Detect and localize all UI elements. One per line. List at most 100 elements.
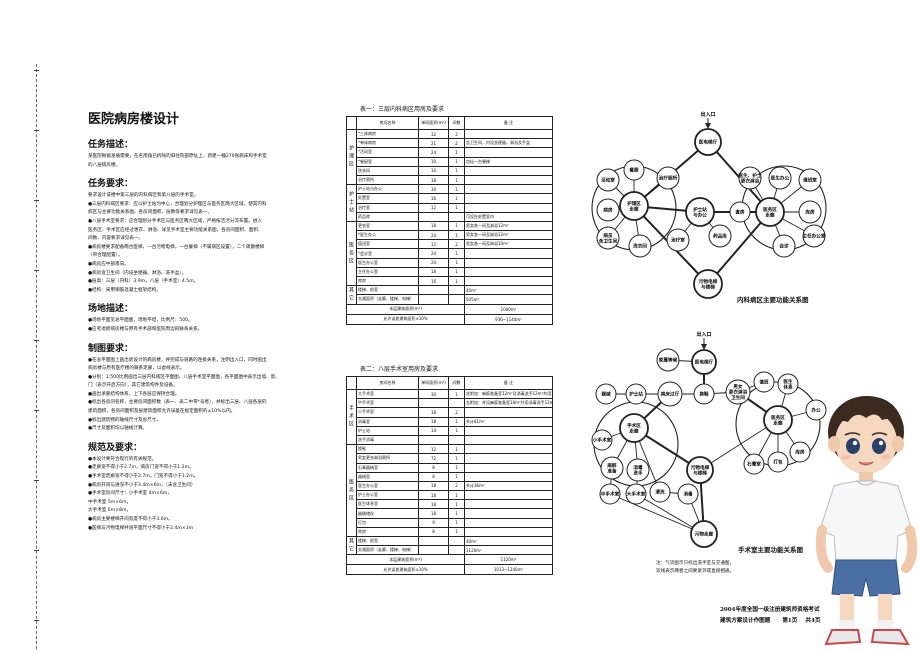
diagram-node-gather: 查房: [729, 201, 751, 223]
entrance-label: 出入口: [700, 111, 715, 118]
table-row: 中手术室含附加：并设麻醉准备室18m²共用消毒洗手12m²: [347, 398, 553, 409]
table-cell: [418, 294, 449, 305]
node-label: 走廊: [628, 205, 639, 212]
table-cell: 打包: [356, 517, 419, 528]
section-heading: 制图要求：: [88, 343, 134, 354]
node-bubble: [626, 458, 650, 482]
table-cell: 32: [418, 128, 449, 140]
table-cell: [448, 285, 465, 296]
node-label: 走廊: [772, 419, 783, 426]
table-cell: 12: [418, 444, 449, 455]
table-cell: [464, 202, 553, 213]
table-cell: [448, 294, 465, 305]
table-row: 洗手消毒: [347, 434, 553, 446]
section-text-line: ●标出各房间名称，主要房间面积数（表一、表二中带*号者），并标出三层、八层各层的: [88, 400, 267, 406]
task-sections: 任务描述：某医院根据发展需要，在名南角已拆除的旧住院部原址上，新建一幢270张病…: [88, 137, 336, 533]
table-row: 药品库可设在处置室内: [347, 211, 553, 222]
table-group-label: 医务区: [346, 220, 357, 287]
table-cell: [448, 398, 465, 409]
node-label: 走廊: [628, 427, 639, 434]
diagram-node-drug: 药品库: [708, 224, 732, 248]
node-bubble: [625, 383, 647, 405]
table-cell: 24: [418, 147, 449, 158]
table-cell: 含附加：麻醉准备室12m²及消毒洗手12m²共用12m²: [464, 388, 553, 400]
node-label: 库房: [795, 449, 805, 456]
table-cell: 1: [448, 248, 465, 259]
section-text-line: 某医院根据发展需要，在名南角已拆除的旧住院部原址上，新建一幢270张病床和手术室: [88, 154, 267, 159]
node-bubble: [725, 379, 751, 405]
table-cell: [418, 285, 449, 296]
document-title: 医院病房楼设计: [88, 112, 180, 127]
table-cell: 交通面积（走廊、楼梯、电梯）: [356, 294, 419, 305]
node-bubble: [694, 128, 722, 156]
table-cell: 护士站与办公: [356, 184, 419, 195]
diagram-node-dirty: 污物走廊: [690, 520, 718, 548]
node-label: 医电梯厅: [695, 359, 714, 366]
node-label: 库房: [805, 209, 815, 216]
section-text-line: ●手术室房间尺寸：小手术室 4m×6m，: [88, 491, 172, 497]
node-label: 护士站: [629, 391, 643, 398]
node-bubble: [777, 373, 799, 395]
node-label: 值班室: [803, 177, 817, 184]
section-heading: 场地描述：: [88, 304, 134, 315]
node-bubble: [596, 226, 620, 250]
node-label: 主任办公室: [803, 233, 826, 240]
footer-exam-title: 2004年度全国一级注册建筑师资格考试: [720, 607, 820, 613]
node-label: 麻醉: [606, 462, 617, 469]
table-cell: 2: [448, 480, 465, 492]
section-text-line: ●病房含卫生间（内设坐便器、淋浴、洗手盆）。: [88, 270, 187, 276]
table-cell: 1: [448, 184, 465, 195]
table-cell: 40m²: [464, 535, 553, 547]
table-header-cell: 间数: [448, 116, 465, 130]
node-bubble: [798, 200, 822, 224]
node-label: 含卫生间: [599, 237, 618, 244]
table-cell: 器械室: [356, 471, 419, 482]
node-label: 换床过厅: [661, 391, 680, 398]
table-cell: 12: [418, 239, 449, 250]
node-bubble: [708, 224, 732, 248]
diagram-node-doctor: 医生办公: [768, 166, 792, 190]
table-cell: [464, 248, 553, 259]
section-text-line: ●在总平面图上画出新设计的病房楼，并完成与道路的连接关系，注明出入口，同时画出: [88, 357, 267, 363]
diagram-node-store: 库房: [798, 200, 822, 224]
diagram2-note-line: 双线表示两者之间要紧邻或直接相通。: [656, 569, 735, 574]
node-label: 男女: [733, 383, 743, 390]
table-cell: [464, 174, 553, 186]
node-label: 打包: [773, 459, 783, 466]
node-label: 医务区: [771, 414, 785, 421]
margin-tick: [34, 480, 39, 481]
section-text-line: ●三层内科病区要求：应以护士站为中心，合理划分护理区与医务区两大区域，使其内科: [88, 201, 267, 207]
table-cell: [418, 211, 449, 222]
table-cell: 护士办公室: [356, 490, 419, 501]
table-cell: 男女各一间及淋浴12m²: [464, 230, 553, 241]
node-bubble: [596, 168, 620, 192]
relation-line: [609, 493, 705, 535]
table-cell: 1: [448, 257, 465, 268]
node-label: 护士站: [693, 206, 707, 213]
node-bubble: [666, 228, 690, 252]
node-bubble: [805, 399, 827, 421]
diagram-node-family: 家属等候: [656, 348, 680, 372]
table-summary-row: 本层建筑面积(m²)1040m²: [346, 303, 553, 315]
table-cell: 72: [418, 453, 449, 464]
diagram-node-wash: 清洗: [649, 481, 671, 503]
table-cell: 1: [448, 471, 465, 482]
node-label: 与办公: [693, 211, 707, 218]
node-label: 消毒: [633, 464, 643, 471]
table-cell: 可设在处置室内: [464, 211, 553, 222]
section-text-line: ●层高：三层（内科）3.9m，八层（手术室）4.5m。: [88, 279, 199, 285]
node-bubble: [656, 166, 680, 190]
node-label: 查房: [734, 209, 745, 216]
table-cell: 包括一台餐梯: [464, 156, 553, 167]
table-summary-value: 1120m²: [464, 554, 553, 566]
node-bubble: [693, 269, 723, 299]
node-bubble: [619, 191, 649, 221]
table-cell: 1: [448, 266, 465, 278]
